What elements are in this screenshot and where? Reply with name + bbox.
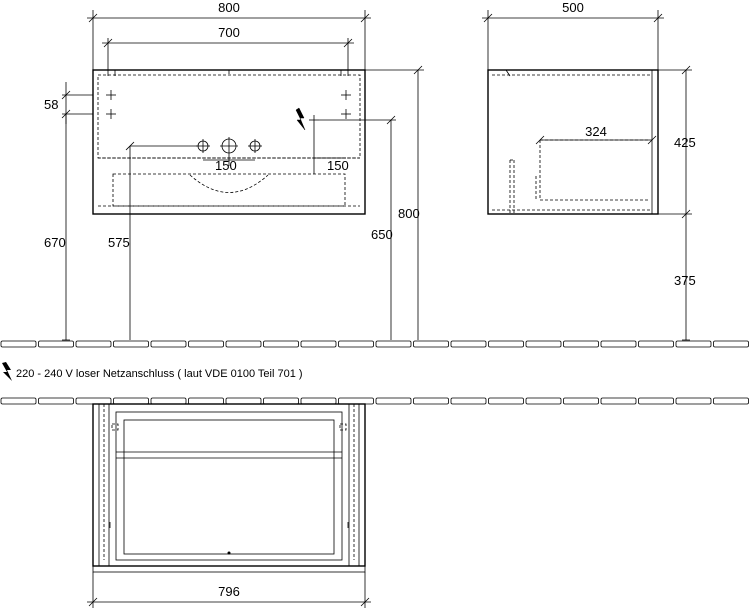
floor-tile — [450, 340, 487, 348]
dim-tap-spacing-left: 150 — [215, 158, 237, 173]
floor-tile — [300, 397, 337, 405]
floor-tile — [488, 340, 524, 348]
floor-tile — [638, 340, 674, 348]
dim-front-width-outer: 800 — [218, 0, 240, 15]
floor-tile — [75, 340, 112, 348]
dim-side-counter-depth: 324 — [585, 124, 607, 139]
floor-tile — [375, 340, 412, 348]
power-note: 220 - 240 V loser Netzanschluss ( laut V… — [16, 368, 303, 380]
floor-tile — [113, 397, 149, 405]
front-drawer-dashed — [112, 173, 346, 207]
floor-tile — [713, 397, 749, 405]
floor-tile — [263, 397, 299, 405]
floor-tile — [338, 340, 374, 348]
dim-left-top-offset: 58 — [44, 97, 58, 112]
floor-tile — [338, 397, 374, 405]
floor-tile — [525, 397, 562, 405]
floor-tile — [38, 340, 74, 348]
power-legend: 220 - 240 V loser Netzanschluss ( laut V… — [2, 362, 303, 381]
siphon-arc — [189, 174, 269, 193]
side-view: 500 324 425 375 — [482, 0, 696, 341]
plan-basin-outer — [115, 411, 343, 561]
floor-tile — [713, 340, 749, 348]
plan-cabinet-outline — [92, 403, 366, 567]
floor-line-lower — [0, 397, 749, 405]
side-cabinet-outline — [487, 69, 659, 215]
floor-tile — [113, 340, 149, 348]
lightning-bolt-icon — [2, 362, 12, 381]
floor-tile — [188, 397, 224, 405]
floor-tile — [38, 397, 74, 405]
floor-tile — [638, 397, 674, 405]
dim-side-body-height: 425 — [674, 135, 696, 150]
floor-tile — [563, 397, 599, 405]
lightning-bolt-icon — [295, 107, 306, 131]
floor-tile — [375, 397, 412, 405]
floor-tile — [188, 340, 224, 348]
floor-tile — [225, 397, 262, 405]
floor-tile — [563, 340, 599, 348]
floor-tile — [488, 397, 524, 405]
front-view: 800 700 58 670 575 150 150 — [44, 0, 424, 341]
floor-tile — [75, 397, 112, 405]
dim-front-width-inner: 700 — [218, 25, 240, 40]
floor-tile — [525, 340, 562, 348]
floor-tile — [413, 397, 449, 405]
dim-side-depth: 500 — [562, 0, 584, 15]
floor-tile — [600, 340, 637, 348]
dim-plan-width: 796 — [218, 584, 240, 599]
floor-tile — [600, 397, 637, 405]
floor-tile — [675, 397, 712, 405]
dim-height-575: 575 — [108, 235, 130, 250]
plan-drain — [227, 551, 231, 555]
dim-height-650: 650 — [371, 227, 393, 242]
floor-tile — [413, 340, 449, 348]
plan-view: 796 — [87, 403, 371, 608]
floor-tile — [300, 340, 337, 348]
floor-tile — [150, 397, 187, 405]
floor-tile — [675, 340, 712, 348]
tap-hole-icons — [196, 137, 262, 155]
dim-side-floor-height: 375 — [674, 273, 696, 288]
mounting-cross-icon — [106, 90, 351, 125]
floor-tile — [0, 340, 37, 348]
dim-tap-spacing-right: 150 — [327, 158, 349, 173]
plan-basin-inner — [123, 419, 335, 555]
floor-tile — [263, 340, 299, 348]
floor-tile — [225, 340, 262, 348]
dim-height-800: 800 — [398, 206, 420, 221]
floor-tile — [0, 397, 37, 405]
floor-line-upper — [0, 340, 749, 348]
dim-height-670: 670 — [44, 235, 66, 250]
floor-tile — [450, 397, 487, 405]
floor-tile — [150, 340, 187, 348]
